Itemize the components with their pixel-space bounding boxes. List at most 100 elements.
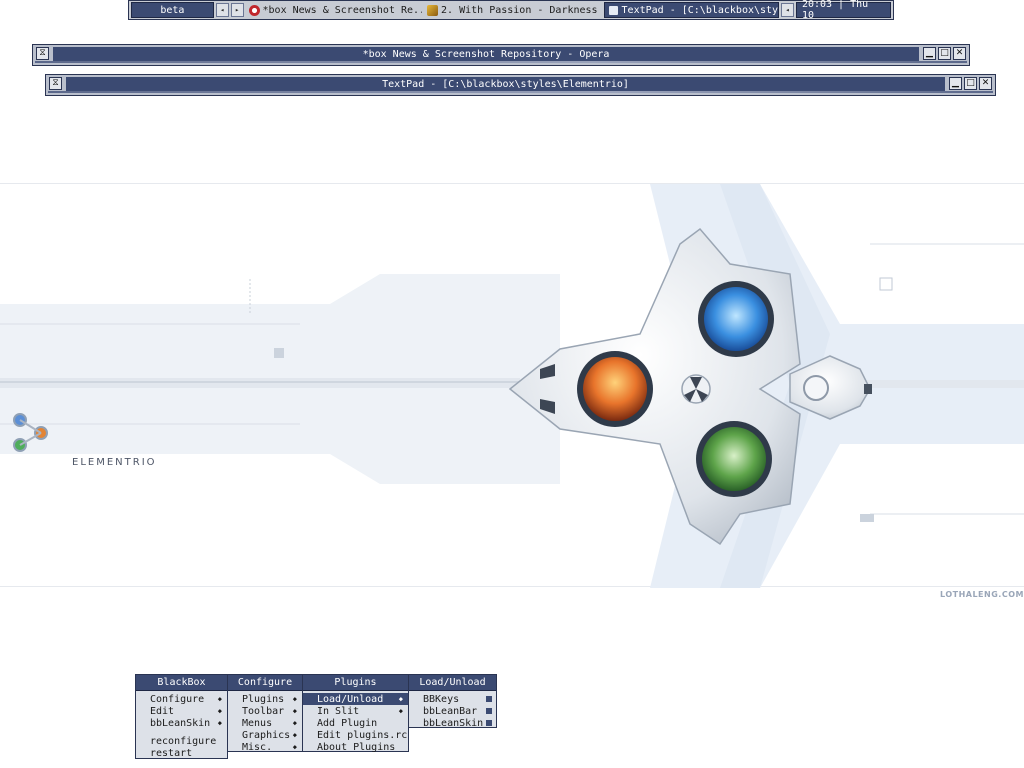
menu-item-about-plugins[interactable]: About Plugins [303, 741, 408, 753]
task-winamp[interactable]: 2. With Passion - Darkness ... [424, 3, 602, 17]
menu-item-misc[interactable]: Misc. ◆ [228, 741, 302, 753]
menu-item-menus[interactable]: Menus ◆ [228, 717, 302, 729]
menu-item-plugins[interactable]: Plugins ◆ [228, 693, 302, 705]
submenu-arrow-icon: ◆ [292, 695, 297, 703]
stick-button[interactable]: ⧖ [36, 47, 49, 60]
menu-item-label: bbLeanBar [423, 705, 478, 717]
workspace-label[interactable]: beta [131, 2, 214, 18]
load-unload-menu[interactable]: Load/Unload BBKeys bbLeanBar bbLeanSkin [408, 674, 497, 729]
window-title-bar[interactable]: TextPad - [C:\blackbox\styles\Elementrio… [66, 77, 945, 91]
device-vent [540, 364, 555, 379]
submenu-arrow-icon: ◆ [398, 707, 403, 715]
menu-item-label: Add Plugin [317, 717, 378, 729]
window-handle[interactable] [48, 91, 993, 93]
rail-right [860, 380, 1024, 388]
wallpaper-artwork [0, 184, 1024, 588]
menu-item-bbleanskin[interactable]: bbLeanSkin ◆ [136, 717, 227, 729]
menu-item-label: About Plugins [317, 741, 396, 753]
rail-left-line [0, 381, 520, 383]
menu-item-label: restart [150, 747, 193, 759]
lens-green [702, 427, 766, 491]
menu-item-add-plugin[interactable]: Add Plugin [303, 717, 408, 729]
menu-item-label: Configure [150, 693, 205, 705]
menu-item-label: reconfigure [150, 735, 217, 747]
menu-item-label: In Slit [317, 705, 360, 717]
menu-item-label: bbLeanSkin [150, 717, 211, 729]
menu-item-label: Load/Unload [317, 693, 384, 705]
window-title: *box News & Screenshot Repository - Oper… [362, 48, 610, 60]
menu-item-label: Menus [242, 717, 273, 729]
minimize-button[interactable]: ▁ [923, 47, 936, 60]
task-opera[interactable]: *box News & Screenshot Re... [246, 3, 422, 17]
maximize-icon: □ [940, 48, 949, 58]
device-vent [540, 399, 555, 414]
textpad-icon [607, 4, 619, 16]
workspace-prev-button[interactable]: ◂ [215, 3, 229, 17]
deco-block [860, 514, 874, 522]
device-pod-tip [864, 384, 872, 394]
blackbox-toolbar: beta ◂ ▸ *box News & Screenshot Re... 2.… [128, 0, 894, 21]
hourglass-icon: ⧖ [52, 78, 59, 88]
textpad-window[interactable]: ⧖ TextPad - [C:\blackbox\styles\Elementr… [45, 74, 996, 96]
menu-item-edit[interactable]: Edit ◆ [136, 705, 227, 717]
window-title-bar[interactable]: *box News & Screenshot Repository - Oper… [53, 47, 919, 61]
menu-item-edit-plugins-rc[interactable]: Edit plugins.rc [303, 729, 408, 741]
maximize-button[interactable]: □ [938, 47, 951, 60]
menu-item-reconfigure[interactable]: reconfigure [136, 735, 227, 747]
minimize-button[interactable]: ▁ [949, 77, 962, 90]
submenu-arrow-icon: ◆ [217, 719, 222, 727]
checked-icon [486, 696, 492, 702]
menu-item-graphics[interactable]: Graphics ◆ [228, 729, 302, 741]
deco-block [879, 277, 893, 291]
submenu-arrow-icon: ◆ [217, 695, 222, 703]
deco-block [274, 348, 284, 358]
plugins-menu[interactable]: Plugins Load/Unload ◆ In Slit ◆ Add Plug… [302, 674, 409, 753]
desktop-wallpaper [0, 183, 1024, 588]
opera-window[interactable]: ⧖ *box News & Screenshot Repository - Op… [32, 44, 970, 66]
stick-button[interactable]: ⧖ [49, 77, 62, 90]
task-label: 2. With Passion - Darkness ... [441, 4, 602, 16]
device-hub-blades [684, 377, 708, 402]
menu-item-restart[interactable]: restart [136, 747, 227, 759]
maximize-button[interactable]: □ [964, 77, 977, 90]
workspace-next-button[interactable]: ▸ [230, 3, 244, 17]
submenu-arrow-icon: ◆ [217, 707, 222, 715]
menu-title[interactable]: Plugins [303, 675, 408, 691]
minimize-icon: ▁ [952, 78, 959, 88]
device-pod-eye [803, 375, 829, 401]
menu-item-in-slit[interactable]: In Slit ◆ [303, 705, 408, 717]
wallpaper-credit: LOTHALENG.COM [940, 590, 1024, 599]
window-handle[interactable] [35, 61, 967, 63]
menu-title[interactable]: Configure [228, 675, 302, 691]
menu-item-label: Plugins [242, 693, 285, 705]
menu-item-toolbar[interactable]: Toolbar ◆ [228, 705, 302, 717]
menu-item-bbleanskin-plugin[interactable]: bbLeanSkin [409, 717, 496, 729]
menu-title[interactable]: Load/Unload [409, 675, 496, 691]
close-icon: ✕ [981, 78, 990, 88]
opera-icon [248, 4, 260, 16]
menu-item-configure[interactable]: Configure ◆ [136, 693, 227, 705]
submenu-arrow-icon: ◆ [292, 707, 297, 715]
bg-wedge-inner [720, 184, 830, 588]
submenu-arrow-icon: ◆ [398, 695, 403, 703]
menu-item-load-unload[interactable]: Load/Unload ◆ [303, 693, 408, 705]
tasks-more-button[interactable]: ◂ [781, 3, 794, 17]
submenu-arrow-icon: ◆ [292, 743, 297, 751]
lens-blue [704, 287, 768, 351]
blackbox-menu[interactable]: BlackBox Configure ◆ Edit ◆ bbLeanSkin ◆… [135, 674, 228, 759]
winamp-icon [427, 4, 439, 16]
task-textpad[interactable]: TextPad - [C:\blackbox\sty... [603, 2, 780, 18]
minimize-icon: ▁ [926, 48, 933, 58]
maximize-icon: □ [966, 78, 975, 88]
clock[interactable]: 20:03 | Thu 10 [795, 0, 892, 21]
task-label: TextPad - [C:\blackbox\sty... [621, 4, 780, 16]
close-button[interactable]: ✕ [953, 47, 966, 60]
menu-item-label: Toolbar [242, 705, 285, 717]
menu-item-label: Misc. [242, 741, 273, 753]
menu-title[interactable]: BlackBox [136, 675, 227, 691]
menu-item-label: Graphics [242, 729, 291, 741]
close-button[interactable]: ✕ [979, 77, 992, 90]
menu-item-bbkeys[interactable]: BBKeys [409, 693, 496, 705]
menu-item-bbleanbar[interactable]: bbLeanBar [409, 705, 496, 717]
configure-menu[interactable]: Configure Plugins ◆ Toolbar ◆ Menus ◆ Gr… [227, 674, 303, 753]
